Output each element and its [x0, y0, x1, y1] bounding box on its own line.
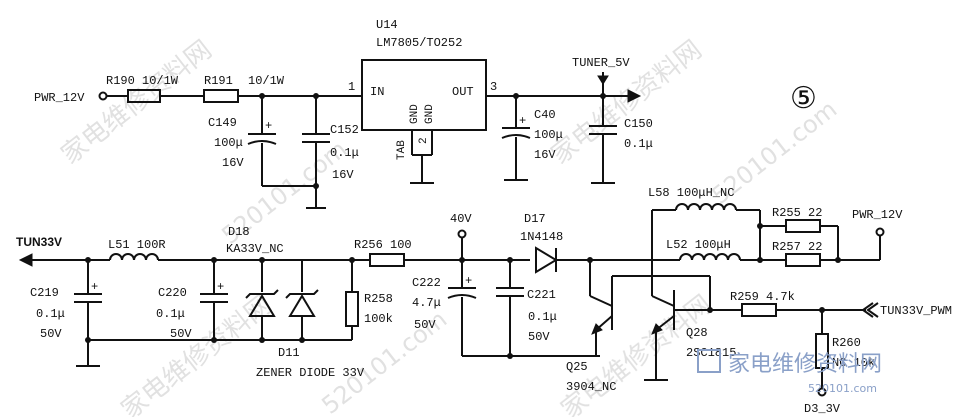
terminal-pwr-12v-right	[875, 227, 885, 237]
label-d18: D18	[228, 225, 250, 239]
resistor-r191	[203, 89, 239, 103]
u14-pin-tab-number: 2	[418, 137, 430, 144]
net-label-40v: 40V	[450, 212, 472, 226]
label-c222-value: 4.7μ	[412, 296, 441, 310]
label-l51: L51 100R	[108, 238, 166, 252]
arrow-tuner-5v	[627, 89, 642, 103]
label-c152-voltage: 16V	[332, 168, 354, 182]
u14-pin-out-number: 3	[490, 80, 497, 94]
tuner-33v-section: TUN33V L51 100R + C219 0.1μ 50V + C220 0…	[16, 186, 952, 416]
u14-pin-in-number: 1	[348, 80, 355, 94]
label-c40-voltage: 16V	[534, 148, 556, 162]
label-q28: Q28	[686, 326, 708, 340]
svg-text:+: +	[91, 280, 98, 294]
inductor-l51	[109, 253, 159, 261]
label-d11-desc: ZENER DIODE 33V	[256, 366, 365, 380]
testpoint-40v	[457, 229, 467, 239]
u14-pin-out: OUT	[452, 85, 474, 99]
label-q25-value: 3904_NC	[566, 380, 616, 394]
svg-text:+: +	[217, 280, 224, 294]
label-d11: D11	[278, 346, 300, 360]
label-c221: C221	[527, 288, 556, 302]
label-c152-value: 0.1μ	[330, 146, 359, 160]
u14-pin-in: IN	[370, 85, 384, 99]
diode-d17	[535, 246, 558, 274]
label-r260: R260	[832, 336, 861, 350]
label-r259: R259 4.7k	[730, 290, 795, 304]
net-label-pwr-12v-right: PWR_12V	[852, 208, 903, 222]
label-c219-value: 0.1μ	[36, 307, 65, 321]
resistor-r255	[785, 219, 821, 233]
label-c222: C222	[412, 276, 441, 290]
label-c219-voltage: 50V	[40, 327, 62, 341]
label-d18-value: KA33V_NC	[226, 242, 284, 256]
label-r190: R190 10/1W	[106, 74, 179, 88]
label-r255: R255 22	[772, 206, 822, 220]
terminal-d3-3v	[817, 387, 827, 397]
label-q25: Q25	[566, 360, 588, 374]
resistor-r256	[369, 253, 405, 267]
label-c149-voltage: 16V	[222, 156, 244, 170]
label-c219: C219	[30, 286, 59, 300]
label-c40-value: 100μ	[534, 128, 563, 142]
label-l58: L58 100μH_NC	[648, 186, 734, 200]
regulator-section: PWR_12V R190 10/1W R191 10/1W + C149 100…	[34, 18, 653, 209]
zener-d11	[288, 294, 316, 317]
label-u14: U14	[376, 18, 398, 32]
svg-text:+: +	[519, 114, 526, 128]
resistor-r257	[785, 253, 821, 267]
label-c152: C152	[330, 123, 359, 137]
terminal-pwr-12v-in	[98, 91, 108, 101]
label-r191-value: 10/1W	[248, 74, 285, 88]
input-arrow-tun33v-pwm	[861, 302, 879, 318]
label-c149: C149	[208, 116, 237, 130]
svg-text:+: +	[465, 274, 472, 288]
net-label-tun33v-pwm: TUN33V_PWM	[880, 304, 952, 318]
brand-watermark: 家电维修资料网 520101.com	[697, 349, 882, 395]
label-c220: C220	[158, 286, 187, 300]
resistor-r258	[345, 291, 359, 327]
brand-watermark-url: 520101.com	[808, 382, 877, 395]
label-c220-voltage: 50V	[170, 327, 192, 341]
net-label-d3-3v: D3_3V	[804, 402, 841, 416]
label-r258: R258	[364, 292, 393, 306]
brand-watermark-cn: 家电维修资料网	[728, 352, 882, 377]
net-label-tuner-5v: TUNER_5V	[572, 56, 630, 70]
label-r260-value: NC 10k	[832, 356, 875, 370]
label-c222-voltage: 50V	[414, 318, 436, 332]
label-d17-value: 1N4148	[520, 230, 563, 244]
net-label-tun33v: TUN33V	[16, 235, 62, 249]
label-c150: C150	[624, 117, 653, 131]
inductor-l58	[675, 203, 737, 211]
net-label-pwr-12v-in: PWR_12V	[34, 91, 85, 105]
label-d17: D17	[524, 212, 546, 226]
section-number: ⑤	[790, 81, 817, 116]
inductor-l52	[679, 253, 741, 261]
label-r256: R256 100	[354, 238, 412, 252]
label-c221-voltage: 50V	[528, 330, 550, 344]
u14-pin-tab: TAB	[396, 140, 408, 160]
label-l52: L52 100μH	[666, 238, 731, 252]
arrow-tun33v	[18, 253, 33, 267]
label-c149-value: 100μ	[214, 136, 243, 150]
label-c220-value: 0.1μ	[156, 307, 185, 321]
label-c150-value: 0.1μ	[624, 137, 653, 151]
label-r257: R257 22	[772, 240, 822, 254]
label-c221-value: 0.1μ	[528, 310, 557, 324]
u14-pin-gnd2: GND	[424, 104, 436, 124]
label-r258-value: 100k	[364, 312, 393, 326]
label-u14-part: LM7805/TO252	[376, 36, 462, 50]
label-c40: C40	[534, 108, 556, 122]
svg-text:+: +	[265, 119, 272, 133]
brand-logo-icon	[697, 349, 721, 373]
resistor-r259	[741, 303, 777, 317]
label-r191: R191	[204, 74, 233, 88]
u14-pin-gnd1: GND	[409, 104, 421, 124]
